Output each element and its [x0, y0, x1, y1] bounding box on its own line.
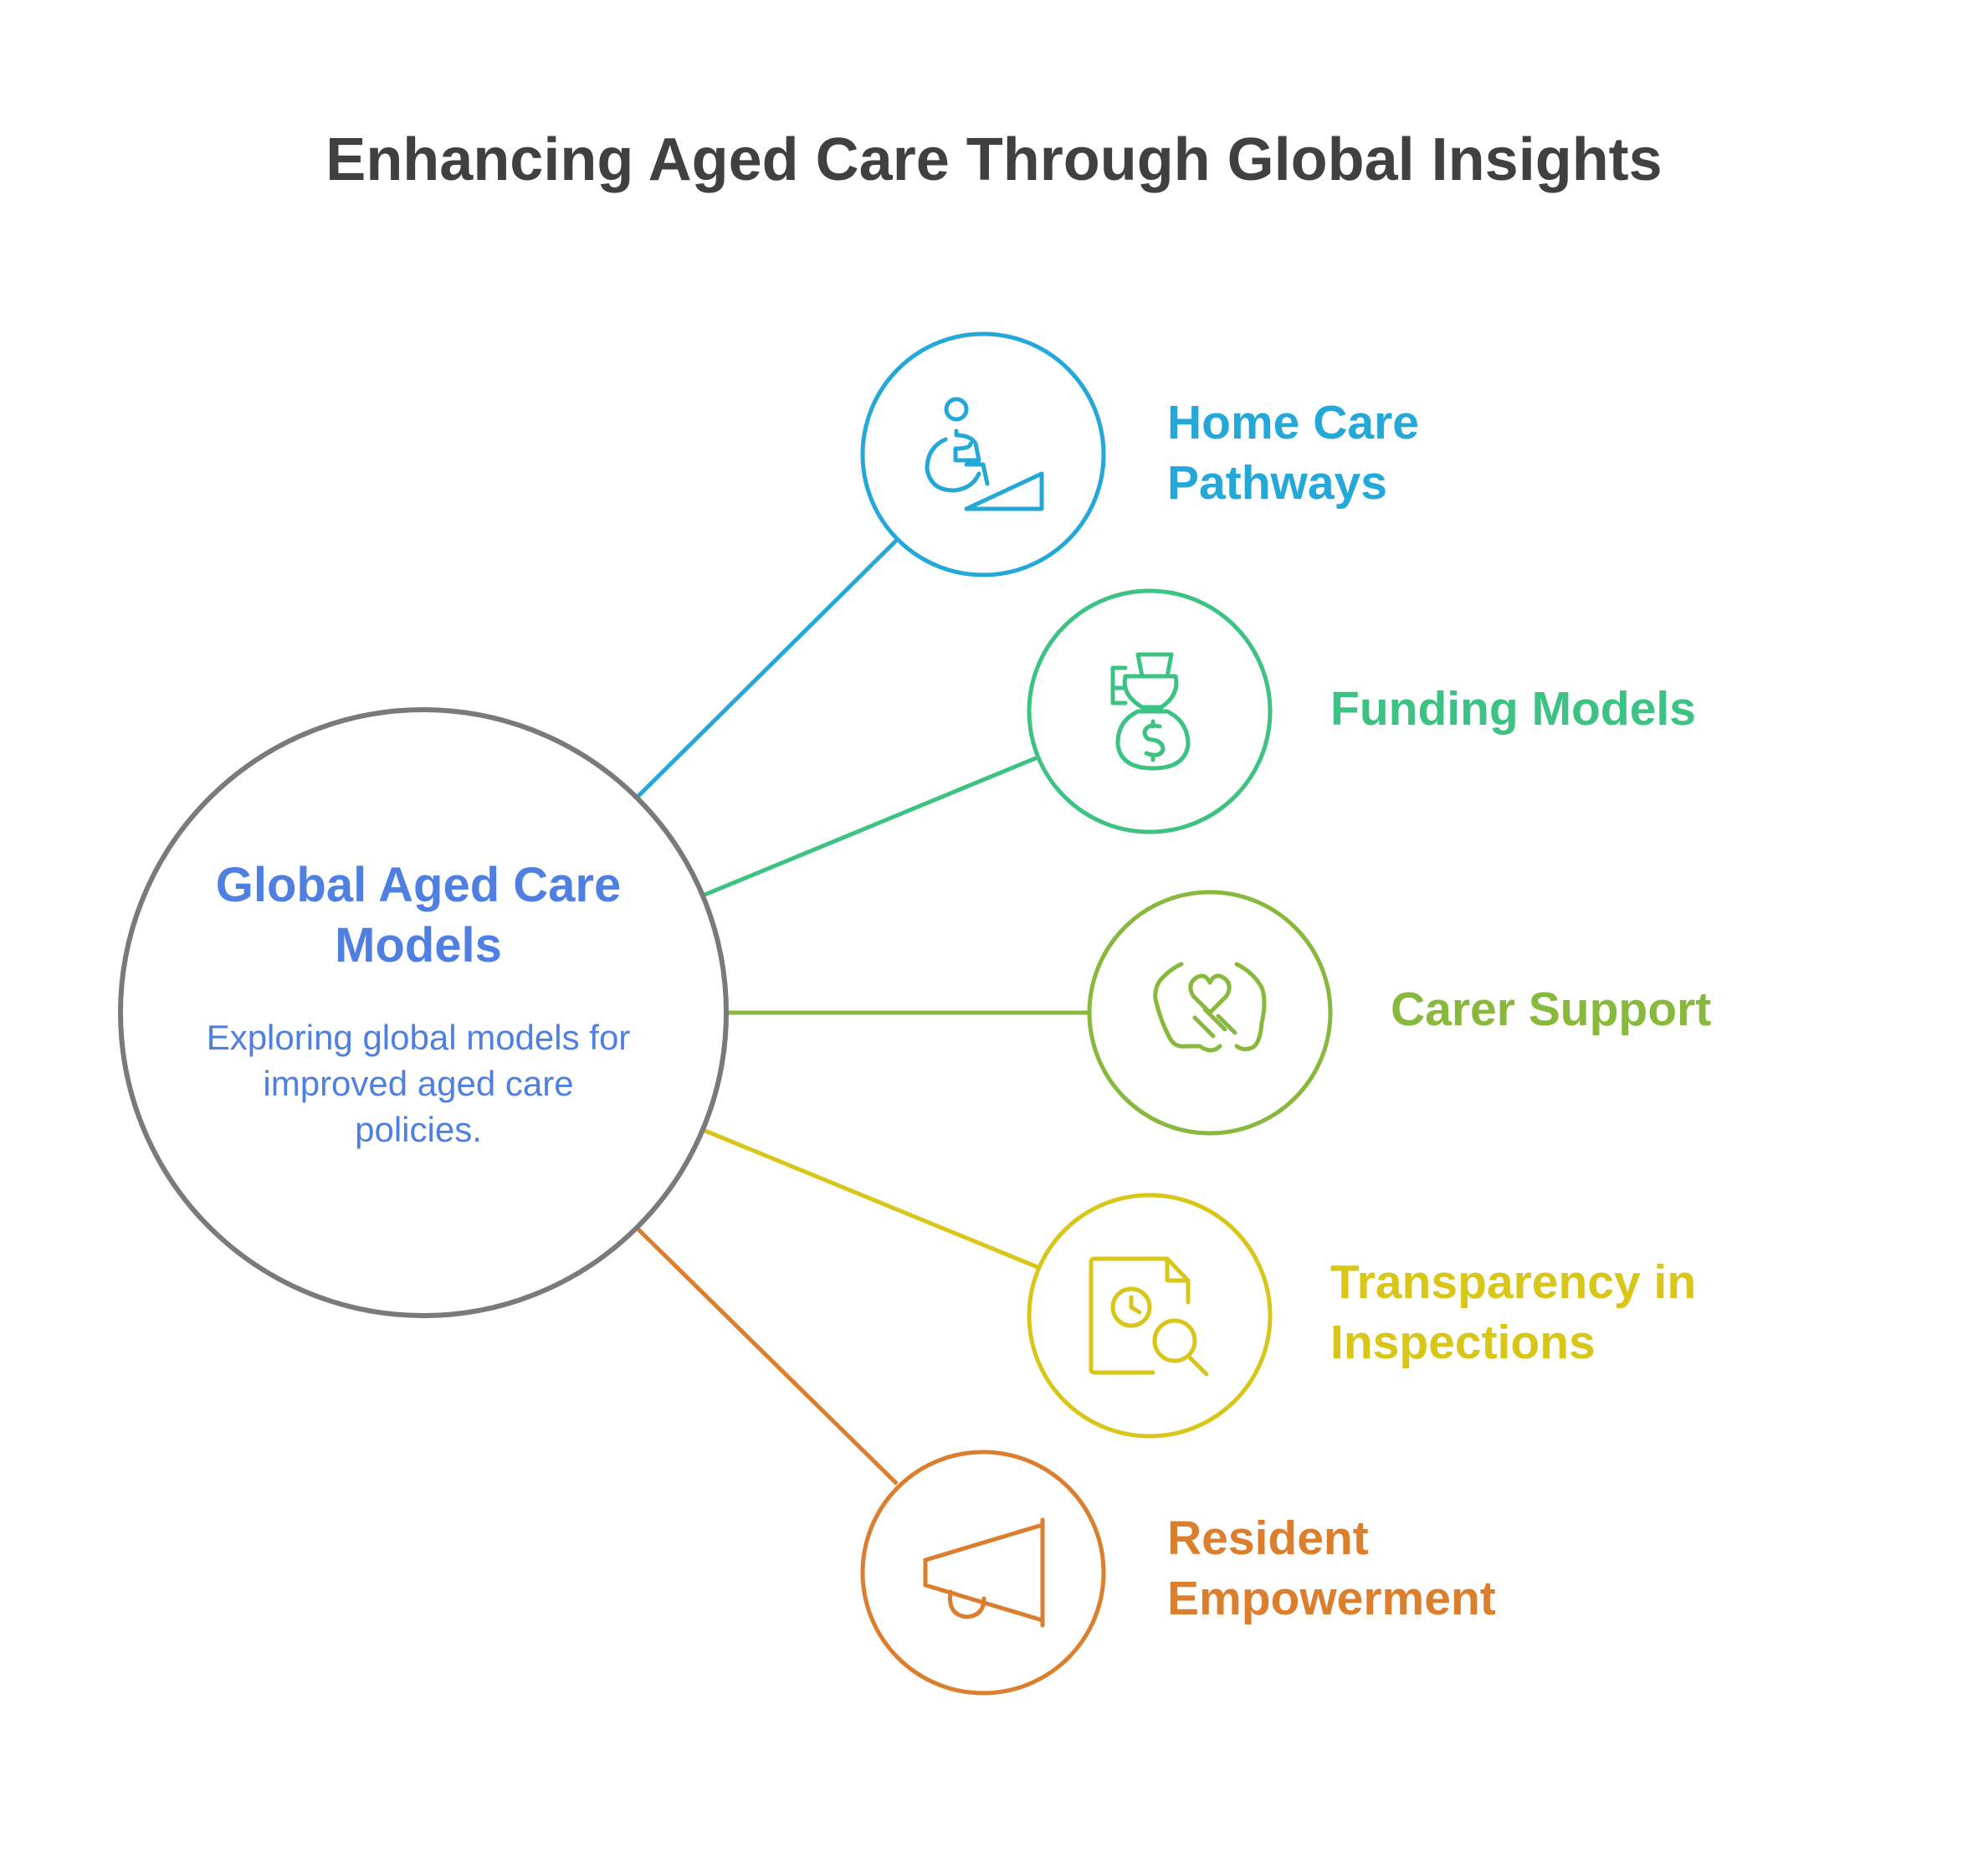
center-topic-title: Global Aged Care Models: [215, 858, 622, 972]
branch-label-funding: Funding Models: [1330, 682, 1696, 736]
center-topic-description: Exploring global models for improved age…: [206, 1018, 631, 1149]
connector-transparency: [702, 1127, 1038, 1270]
node-transparency: [1027, 1193, 1273, 1439]
connector-funding: [702, 755, 1038, 898]
branch-label-transparency: Transparency in Inspections: [1330, 1255, 1697, 1369]
document-clock-search-icon: [1089, 1256, 1209, 1377]
connector-home-care: [636, 538, 899, 798]
branch-label-resident: Resident Empowerment: [1167, 1511, 1496, 1625]
connector-resident: [636, 1227, 899, 1486]
node-funding: [1027, 588, 1273, 834]
branch-label-home-care: Home Care Pathways: [1167, 396, 1419, 510]
node-home-care: [860, 331, 1106, 577]
node-carer: [1087, 890, 1333, 1136]
money-bag-icon: [1110, 652, 1191, 771]
hands-heart-icon: [1153, 962, 1267, 1053]
page-title: Enhancing Aged Care Through Global Insig…: [325, 126, 1663, 193]
branch-label-carer: Carer Support: [1391, 983, 1712, 1036]
node-resident: [860, 1450, 1106, 1696]
center-circle: [118, 707, 729, 1318]
megaphone-icon: [923, 1517, 1045, 1628]
wheelchair-ramp-icon: [925, 397, 1044, 511]
